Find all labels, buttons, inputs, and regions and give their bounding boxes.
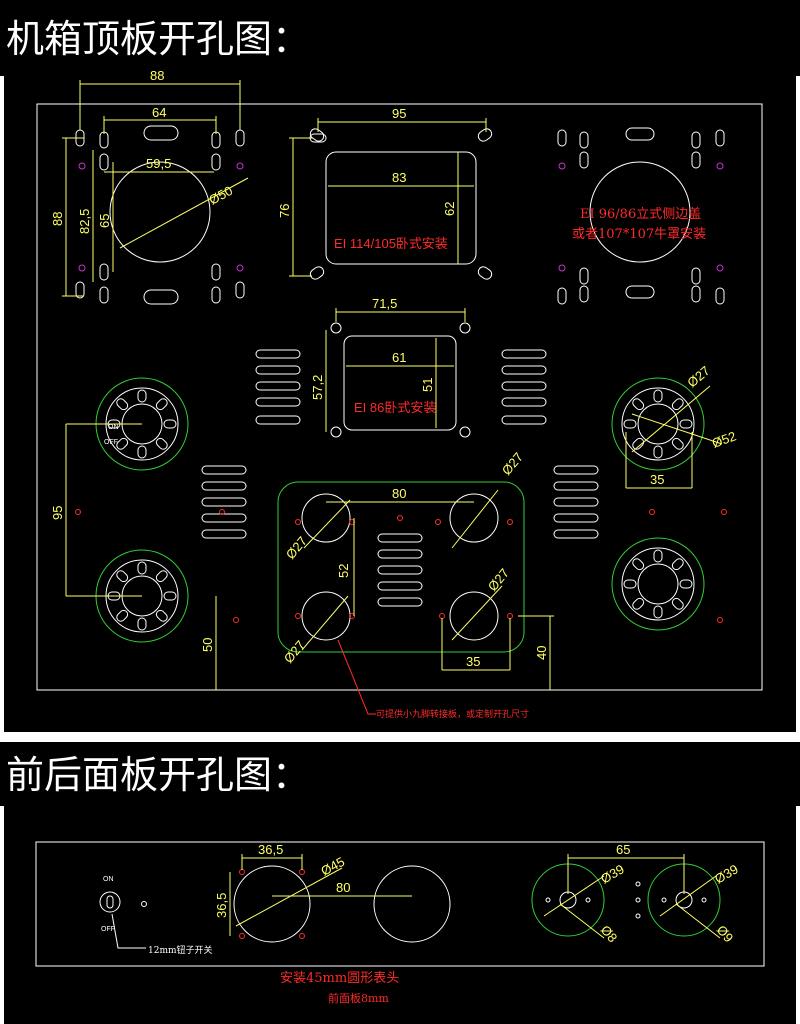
thickness-note: 前面板8mm [328, 991, 389, 1005]
dim-88-horizontal: 88 [150, 68, 164, 83]
dim-80-front: 80 [336, 880, 350, 895]
dim-65-vertical: 65 [97, 214, 112, 228]
adapter-note: 可提供小九脚转接板，或定制开孔尺寸 [376, 708, 529, 720]
dim-88-vertical: 88 [50, 212, 65, 226]
dim-76: 76 [277, 204, 292, 218]
dim-61: 61 [392, 350, 406, 365]
dim-51: 51 [420, 378, 435, 392]
switch-off-label-top: OFF [104, 439, 118, 446]
top-panel-drawing: 88 64 59,5 88 82,5 65 Ø50 95 83 76 62 [4, 68, 796, 732]
front-panel-drawing: ON OFF 12mm钮子开关 36,5 36,5 Ø45 80 [4, 806, 796, 1024]
right-transformer-cutout [557, 127, 725, 305]
meter-note: 安装45mm圆形表头 [280, 971, 399, 986]
dim-83: 83 [392, 170, 406, 185]
dim-64: 64 [152, 105, 166, 120]
dim-71-5: 71,5 [372, 296, 397, 311]
dim-52: 52 [336, 564, 351, 578]
dim-35-middle: 35 [466, 654, 480, 669]
front-panel-outline [35, 841, 765, 967]
front-panel-title-bar: 前后面板开孔图： [0, 742, 800, 806]
dim-57-2: 57,2 [310, 375, 325, 400]
left-transformer-cutout [75, 125, 249, 305]
ei114-transformer-cutout [309, 128, 493, 280]
dim-95-vertical: 95 [50, 506, 65, 520]
dim-36-5-vertical: 36,5 [214, 893, 229, 918]
dim-50-vertical: 50 [200, 638, 215, 652]
switch-on-label-top: ON [108, 424, 119, 431]
label-ei114: EI 114/105卧式安装 [334, 236, 448, 251]
dim-36-5-horizontal: 36,5 [258, 842, 283, 857]
switch-note: 12mm钮子开关 [148, 944, 213, 956]
dim-35-right: 35 [650, 472, 664, 487]
label-ei96-line2: 或者107*107牛罩安装 [572, 227, 706, 242]
dim-59-5: 59,5 [146, 156, 171, 171]
meter-cutouts [233, 865, 451, 943]
dim-95: 95 [392, 106, 406, 121]
dim-82-5: 82,5 [77, 209, 92, 234]
top-panel-outline [36, 103, 763, 691]
dim-80: 80 [392, 486, 406, 501]
label-ei96-line1: EI 96/86立式侧边盖 [580, 207, 701, 222]
top-panel-title: 机箱顶板开孔图： [6, 17, 311, 61]
ei86-transformer-cutout [330, 322, 471, 438]
top-panel-title-bar: 机箱顶板开孔图： [0, 0, 800, 76]
dim-40: 40 [534, 646, 549, 660]
dim-62: 62 [442, 202, 457, 216]
label-ei86: EI 86卧式安装 [354, 400, 436, 415]
switch-on-label: ON [103, 876, 114, 883]
dim-65: 65 [616, 842, 630, 857]
switch-off-label: OFF [101, 926, 115, 933]
front-panel-title: 前后面板开孔图： [6, 753, 311, 797]
center-adapter-plate [277, 481, 525, 653]
